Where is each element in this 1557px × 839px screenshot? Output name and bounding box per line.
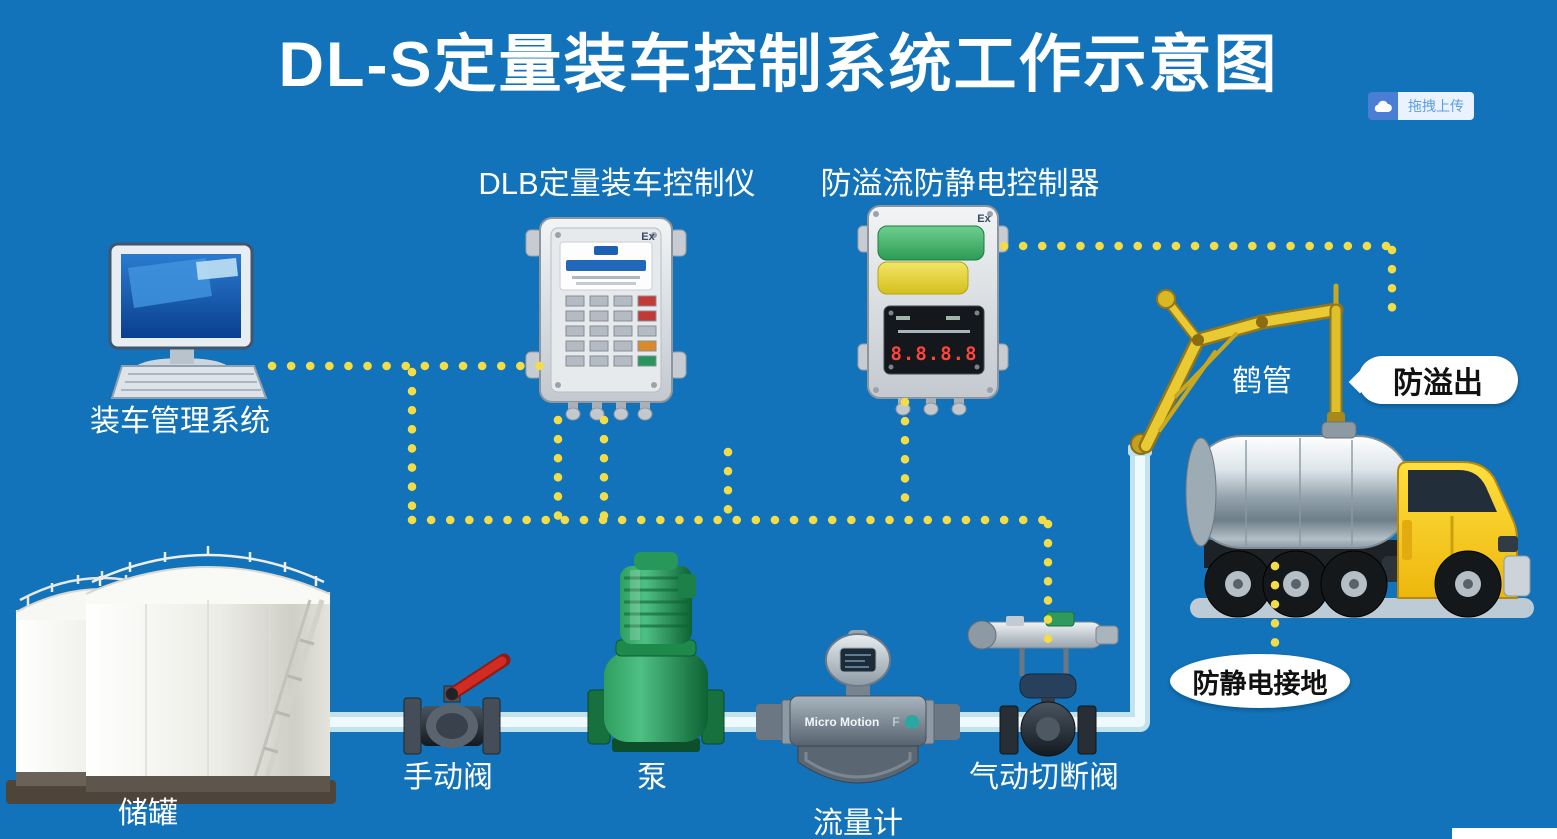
- upload-button-label: 拖拽上传: [1398, 92, 1474, 120]
- label-pump: 泵: [637, 761, 667, 794]
- dlb-ex-mark: Ex: [641, 231, 655, 243]
- label-overflow-controller: 防溢流防静电控制器: [820, 166, 1100, 201]
- page-title: DL-S定量装车控制系统工作示意图: [278, 30, 1279, 100]
- callout-overflow-text: 防溢出: [1393, 367, 1483, 400]
- truck-windshield: [1408, 470, 1497, 512]
- signal-lines: [267, 241, 1397, 655]
- label-flow-meter: 流量计: [813, 807, 903, 839]
- callout-grounding-text: 防静电接地: [1192, 668, 1328, 699]
- overflow-ex-mark: Ex: [977, 213, 991, 225]
- loading-arm-illustration: [1130, 283, 1345, 455]
- truck-bumper: [1503, 555, 1531, 597]
- truck-tank: [1185, 421, 1413, 549]
- pneumatic-actuator: [1019, 673, 1077, 699]
- flow-meter-model-text: F: [892, 715, 899, 729]
- label-loading-system: 装车管理系统: [90, 405, 270, 438]
- label-pneumatic-valve: 气动切断阀: [969, 761, 1119, 794]
- label-manual-valve: 手动阀: [403, 761, 493, 794]
- overflow-controller-illustration: Ex 8.8.8.8: [857, 205, 1009, 416]
- computer-illustration: [108, 242, 268, 399]
- overflow-display-digits: 8.8.8.8: [890, 343, 977, 365]
- pump-illustration: [587, 552, 725, 752]
- label-dlb-controller: DLB定量装车控制仪: [478, 166, 756, 201]
- upload-button[interactable]: 拖拽上传: [1368, 92, 1474, 120]
- pneumatic-valve-illustration: [967, 611, 1119, 757]
- truck-wheels: [1204, 550, 1502, 618]
- manual-valve-illustration: [403, 653, 511, 755]
- label-storage-tank: 储罐: [118, 797, 178, 830]
- dlb-cable-glands: [565, 402, 653, 421]
- cloud-upload-icon: [1368, 92, 1398, 120]
- overflow-yellow-indicator: [877, 261, 969, 295]
- flow-meter-illustration: Micro Motion F: [756, 630, 960, 784]
- dlb-controller-illustration: Ex: [525, 217, 687, 421]
- overflow-display-panel: [883, 305, 985, 375]
- storage-tanks-illustration: [6, 546, 336, 804]
- callout-antistatic-grounding: 防静电接地: [1170, 654, 1350, 708]
- page-edge-strip: [1452, 828, 1557, 839]
- truck-manhole: [1321, 421, 1357, 439]
- dlb-keypad: [565, 295, 657, 367]
- flow-meter-brand-text: Micro Motion: [805, 715, 880, 729]
- label-loading-arm: 鹤管: [1232, 365, 1292, 398]
- overflow-green-indicator: [877, 225, 985, 261]
- valve-handle: [447, 656, 507, 699]
- storage-tank-right: [85, 546, 331, 792]
- tanker-truck-illustration: [1185, 421, 1534, 618]
- callout-overflow-prevention: 防溢出: [1348, 356, 1518, 404]
